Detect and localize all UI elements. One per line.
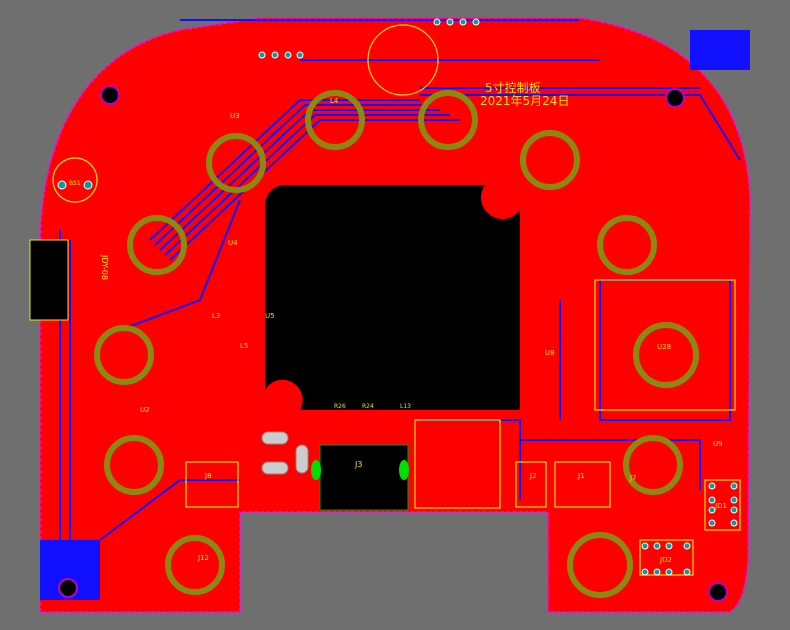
connector-j1-outline — [554, 461, 611, 508]
ground-pour — [690, 30, 750, 70]
through-hole-pads — [57, 18, 738, 576]
board-title: 5寸控制板 — [485, 81, 541, 95]
label-bs1: BS1 — [69, 180, 81, 187]
buzzer-outline — [367, 24, 439, 96]
mounting-holes — [58, 85, 728, 602]
label-r26: R26 — [334, 403, 346, 410]
button-rings — [94, 90, 699, 598]
connector-jd2-outline — [639, 539, 694, 576]
usb-connector-j3 — [319, 444, 409, 511]
display-cutout — [265, 185, 520, 410]
label-u8: U8 — [545, 349, 555, 357]
connector-outline — [414, 419, 501, 509]
label-u3: U3 — [230, 112, 240, 120]
capacitor-bs1-outline — [52, 157, 98, 203]
mcu-u28-outline — [594, 279, 736, 411]
usb-shield-pad — [311, 460, 321, 480]
label-j3: J3 — [354, 460, 362, 469]
usb-shield-pad — [399, 460, 409, 480]
label-jd1: JD1 — [714, 502, 727, 510]
label-u9: U9 — [713, 440, 723, 448]
antenna-keepout — [29, 239, 69, 321]
connector-j8-outline — [185, 461, 239, 508]
oval-pads — [261, 431, 309, 475]
label-u28: U28 — [657, 343, 671, 351]
label-j2: J2 — [529, 472, 537, 480]
label-r24: R24 — [362, 403, 374, 410]
connector-j2-outline — [515, 461, 547, 508]
label-jd2: JD2 — [659, 556, 672, 564]
label-l13: L13 — [400, 403, 411, 410]
label-u2: U2 — [140, 406, 150, 414]
board-date: 2021年5月24日 — [480, 94, 569, 108]
label-jdy08: JDY-08 — [100, 254, 109, 280]
label-j1: J1 — [577, 472, 585, 480]
bottom-copper-traces — [59, 19, 741, 560]
label-l3: L3 — [212, 312, 220, 320]
label-j7: J7 — [629, 474, 637, 482]
connector-jd1-outline — [704, 479, 741, 531]
label-l4: L4 — [330, 97, 339, 105]
label-j8: J8 — [204, 472, 212, 480]
label-u4: U4 — [228, 239, 238, 247]
label-u5: U5 — [265, 312, 275, 320]
label-j12: J12 — [197, 554, 209, 562]
label-l5: L5 — [240, 342, 248, 350]
